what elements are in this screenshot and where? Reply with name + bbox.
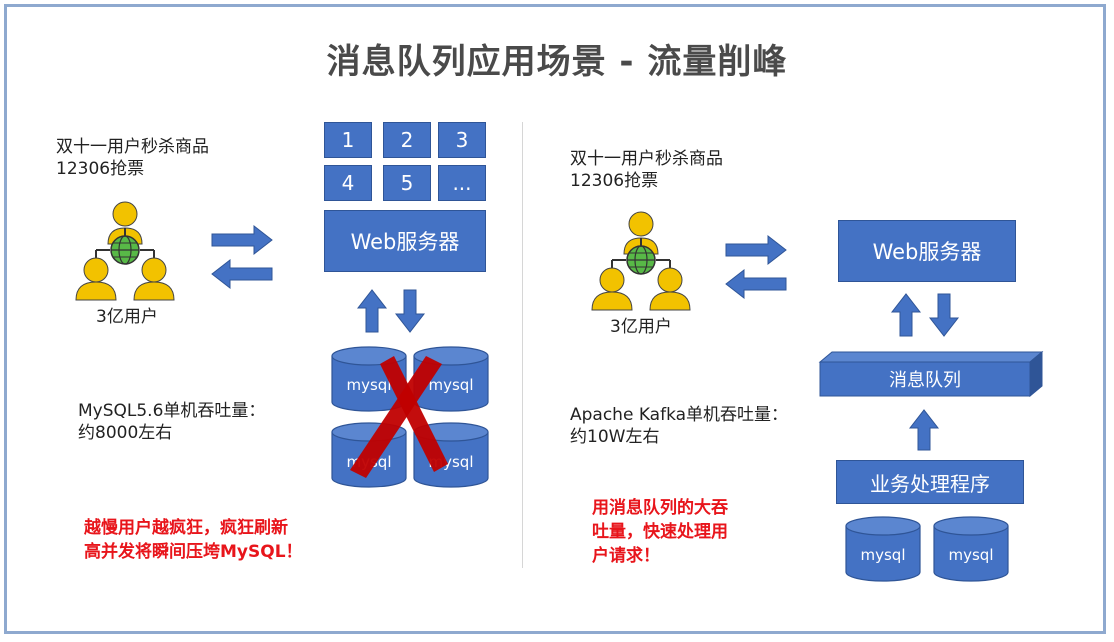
right-throughput-text: Apache Kafka单机吞吐量： 约10W左右 [570, 404, 788, 448]
arrow-up-icon [356, 289, 388, 333]
left-warning-text: 越慢用户越疯狂，疯狂刷新 高并发将瞬间压垮MySQL！ [84, 516, 303, 564]
right-throughput-line-2: 约10W左右 [570, 427, 660, 447]
left-throughput-text: MySQL5.6单机吞吐量： 约8000左右 [78, 400, 265, 444]
message-queue-label: 消息队列 [889, 370, 961, 391]
left-warning-line-2: 高并发将瞬间压垮MySQL！ [84, 542, 303, 562]
right-scenario-line-1: 双十一用户秒杀商品 [570, 149, 723, 169]
db-label: mysql [429, 376, 474, 394]
request-cell: ... [438, 165, 486, 201]
left-scenario-line-1: 双十一用户秒杀商品 [56, 137, 209, 157]
right-scenario-text: 双十一用户秒杀商品 12306抢票 [570, 148, 723, 192]
mysql-db-icon [933, 516, 1009, 582]
slide-frame [4, 4, 1106, 634]
left-scenario-line-2: 12306抢票 [56, 159, 145, 179]
right-users-label: 3亿用户 [610, 317, 672, 337]
left-users-icon [75, 201, 175, 301]
arrow-up-icon [890, 293, 922, 337]
request-cell: 4 [324, 165, 372, 201]
right-throughput-line-1: Apache Kafka单机吞吐量： [570, 405, 789, 425]
right-note-line-3: 户请求！ [592, 546, 660, 566]
left-throughput-line-1: MySQL5.6单机吞吐量： [78, 401, 266, 421]
right-database-cluster: mysql mysql [845, 516, 1009, 582]
arrow-right-icon [725, 234, 787, 266]
request-cell: 1 [324, 122, 372, 158]
message-queue-bar: 消息队列 [818, 350, 1044, 398]
red-cross-icon [350, 356, 448, 478]
request-cell: 5 [383, 165, 431, 201]
arrow-up-icon [908, 409, 940, 451]
arrow-down-icon [394, 289, 426, 333]
arrow-left-icon [725, 268, 787, 300]
right-note-text: 用消息队列的大吞 吐量，快速处理用 户请求！ [592, 496, 728, 568]
right-request-arrows [725, 234, 787, 300]
left-web-server-box: Web服务器 [324, 210, 486, 272]
business-process-box: 业务处理程序 [836, 460, 1024, 504]
slide-title: 消息队列应用场景 - 流量削峰 [326, 42, 788, 82]
right-note-line-1: 用消息队列的大吞 [592, 498, 728, 518]
request-cell: 2 [383, 122, 431, 158]
right-web-server-box: Web服务器 [838, 220, 1016, 282]
arrow-left-icon [211, 258, 273, 290]
arrow-down-icon [928, 293, 960, 337]
right-users-icon [591, 211, 691, 311]
center-divider [522, 122, 523, 568]
left-database-cluster: mysql mysql mysql mysql [331, 346, 489, 488]
db-label: mysql [949, 546, 994, 564]
left-request-arrows [211, 224, 273, 290]
mysql-db-icon [845, 516, 921, 582]
left-throughput-line-2: 约8000左右 [78, 423, 173, 443]
left-warning-line-1: 越慢用户越疯狂，疯狂刷新 [84, 518, 288, 538]
right-note-line-2: 吐量，快速处理用 [592, 522, 728, 542]
right-scenario-line-2: 12306抢票 [570, 171, 659, 191]
right-server-queue-arrows [890, 293, 960, 337]
left-server-db-arrows [356, 289, 426, 333]
left-users-label: 3亿用户 [96, 307, 158, 327]
db-label: mysql [347, 376, 392, 394]
request-cell: 3 [438, 122, 486, 158]
left-scenario-text: 双十一用户秒杀商品 12306抢票 [56, 136, 209, 180]
arrow-right-icon [211, 224, 273, 256]
right-business-queue-arrow [908, 409, 940, 451]
db-label: mysql [861, 546, 906, 564]
